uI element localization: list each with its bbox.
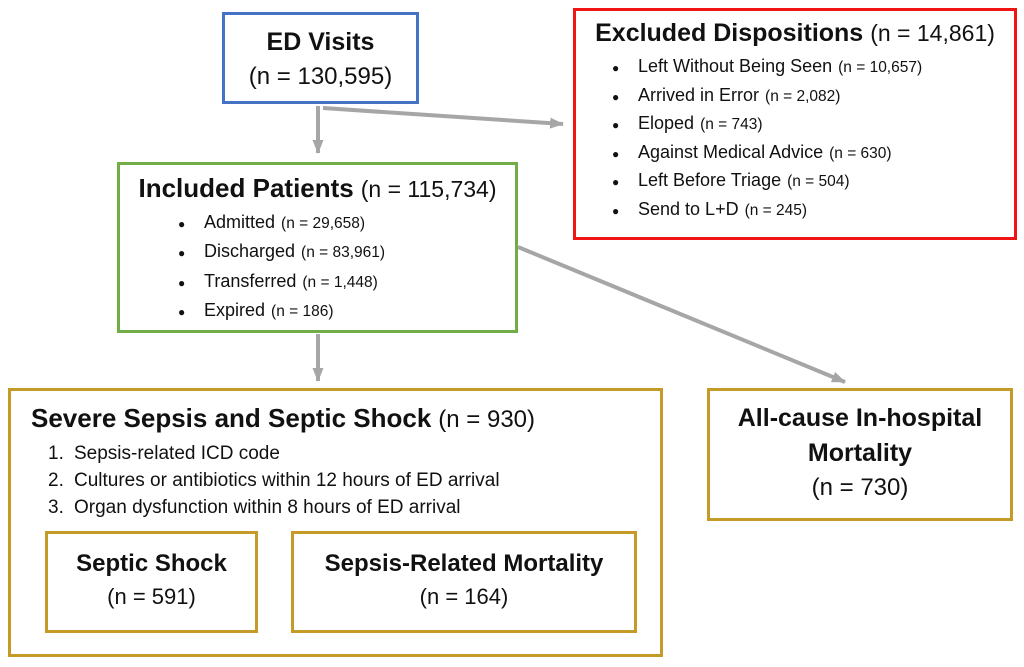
list-item: ● Transferred (n = 1,448) (130, 268, 505, 297)
list-item: ● Send to L+D (n = 245) (588, 196, 1002, 225)
ed-visits-count: (n = 130,595) (248, 63, 393, 90)
bullet-icon: ● (178, 246, 186, 261)
list-item: ● Arrived in Error (n = 2,082) (588, 82, 1002, 111)
item-count: (n = 2,082) (765, 87, 841, 105)
bullet-icon: ● (178, 217, 186, 231)
excluded-heading: Excluded Dispositions(n = 14,861) (588, 19, 1002, 48)
item-count: (n = 504) (787, 173, 850, 191)
item-count: (n = 83,961) (301, 244, 386, 262)
ed-visits-title: ED Visits (266, 28, 375, 56)
excluded-title: Excluded Dispositions (595, 19, 864, 47)
criteria-number: 2. (48, 470, 64, 491)
septic-shock-title: Septic Shock (76, 550, 227, 577)
list-item: ● Admitted (n = 29,658) (130, 209, 505, 238)
bullet-icon: ● (612, 175, 620, 190)
item-label: Arrived in Error (638, 84, 760, 105)
all-cause-title-line2: Mortality (807, 439, 913, 467)
bullet-icon: ● (612, 89, 620, 104)
bullet-icon: ● (178, 304, 186, 319)
severe-sepsis-count: (n = 930) (438, 406, 536, 433)
criteria-text: Cultures or antibiotics within 12 hours … (74, 470, 500, 491)
sepsis-related-mortality-count: (n = 164) (419, 584, 509, 609)
item-count: (n = 186) (271, 302, 334, 320)
item-label: Discharged (204, 241, 296, 262)
criteria-item: 3. Organ dysfunction within 8 hours of E… (31, 494, 646, 521)
item-label: Against Medical Advice (638, 141, 824, 162)
bullet-icon: ● (612, 61, 620, 75)
criteria-number: 1. (48, 443, 64, 464)
criteria-item: 2. Cultures or antibiotics within 12 hou… (31, 467, 646, 494)
arrow-included-to-allcause-mortality (517, 245, 846, 384)
bullet-icon: ● (612, 203, 620, 218)
severe-sepsis-heading: Severe Sepsis and Septic Shock(n = 930) (31, 403, 646, 434)
included-title: Included Patients (138, 173, 354, 203)
item-label: Admitted (204, 212, 276, 232)
list-item: ● Against Medical Advice (n = 630) (588, 139, 1002, 168)
criteria-number: 3. (48, 497, 64, 518)
included-list: ● Admitted (n = 29,658) ● Discharged (n … (130, 209, 505, 326)
item-count: (n = 10,657) (838, 59, 923, 76)
severe-sepsis-title: Severe Sepsis and Septic Shock (31, 403, 432, 433)
list-item: ● Left Before Triage (n = 504) (588, 167, 1002, 196)
ed-visits-box: ED Visits (n = 130,595) (222, 12, 419, 104)
severe-sepsis-box: Severe Sepsis and Septic Shock(n = 930) … (8, 388, 663, 657)
list-item: ● Eloped (n = 743) (588, 110, 1002, 139)
item-label: Left Without Being Seen (638, 56, 833, 76)
criteria-text: Organ dysfunction within 8 hours of ED a… (74, 497, 461, 518)
excluded-list: ● Left Without Being Seen (n = 10,657) ●… (588, 53, 1002, 225)
bullet-icon: ● (612, 118, 620, 133)
all-cause-title-line1: All-cause In-hospital (737, 404, 983, 432)
item-label: Transferred (204, 270, 297, 291)
item-count: (n = 1,448) (302, 273, 378, 291)
item-label: Left Before Triage (638, 170, 782, 191)
sepsis-related-mortality-box: Sepsis-Related Mortality (n = 164) (291, 531, 637, 633)
septic-shock-count: (n = 591) (107, 584, 196, 609)
septic-shock-box: Septic Shock (n = 591) (45, 531, 258, 633)
item-count: (n = 743) (700, 116, 763, 134)
severe-sepsis-criteria: 1. Sepsis-related ICD code 2. Cultures o… (31, 440, 646, 521)
bullet-icon: ● (612, 146, 620, 161)
included-count: (n = 115,734) (360, 176, 497, 202)
list-item: ● Expired (n = 186) (130, 297, 505, 326)
item-label: Eloped (638, 113, 695, 134)
all-cause-count: (n = 730) (811, 474, 909, 501)
excluded-dispositions-box: Excluded Dispositions(n = 14,861) ● Left… (573, 8, 1017, 240)
item-label: Send to L+D (638, 198, 739, 219)
item-count: (n = 245) (744, 201, 808, 219)
criteria-text: Sepsis-related ICD code (74, 443, 280, 464)
criteria-item: 1. Sepsis-related ICD code (31, 440, 646, 467)
list-item: ● Left Without Being Seen (n = 10,657) (588, 53, 1002, 82)
included-heading: Included Patients(n = 115,734) (130, 173, 505, 204)
arrow-edvisits-to-excluded (322, 106, 564, 129)
bullet-icon: ● (178, 275, 186, 290)
sepsis-related-mortality-title: Sepsis-Related Mortality (324, 550, 604, 577)
item-count: (n = 29,658) (281, 215, 366, 232)
list-item: ● Discharged (n = 83,961) (130, 238, 505, 267)
included-patients-box: Included Patients(n = 115,734) ● Admitte… (117, 162, 518, 333)
item-label: Expired (204, 299, 266, 320)
all-cause-mortality-box: All-cause In-hospital Mortality (n = 730… (707, 388, 1013, 521)
item-count: (n = 630) (829, 144, 892, 162)
excluded-count: (n = 14,861) (870, 20, 995, 46)
